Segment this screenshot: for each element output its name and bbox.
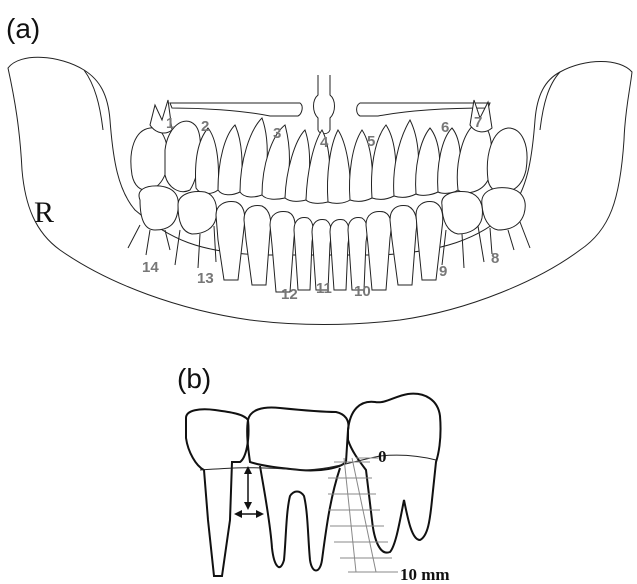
tooth-number-1: 1 bbox=[166, 115, 174, 132]
tooth-number-4: 4 bbox=[320, 134, 329, 151]
tooth-number-14: 14 bbox=[142, 259, 159, 276]
scale-start-label: 0 bbox=[378, 447, 387, 466]
tooth-number-5: 5 bbox=[367, 133, 375, 150]
tooth-number-2: 2 bbox=[201, 118, 209, 135]
arrow-head-left bbox=[234, 510, 242, 518]
panel-a-label: (a) bbox=[6, 13, 40, 44]
tooth-number-7: 7 bbox=[474, 114, 482, 131]
tooth-number-10: 10 bbox=[354, 283, 371, 300]
right-side-label: R bbox=[34, 196, 54, 229]
nasal-structure bbox=[314, 75, 335, 134]
scale-line-left bbox=[344, 458, 356, 572]
upper-teeth bbox=[131, 100, 527, 203]
panel-b-label: (b) bbox=[177, 363, 211, 394]
tooth-number-12: 12 bbox=[281, 286, 298, 303]
bone-loss-arrows bbox=[234, 466, 264, 518]
arrow-head-right bbox=[256, 510, 264, 518]
scale-end-label: 10 mm bbox=[400, 565, 450, 584]
arrow-head-down bbox=[244, 502, 252, 510]
tooth-number-9: 9 bbox=[439, 263, 447, 280]
tooth-number-8: 8 bbox=[491, 250, 499, 267]
tooth-number-13: 13 bbox=[197, 270, 214, 287]
tooth-number-11: 11 bbox=[316, 280, 332, 297]
tooth-number-3: 3 bbox=[273, 125, 281, 142]
molar-detail bbox=[186, 394, 441, 576]
tooth-number-6: 6 bbox=[441, 119, 449, 136]
palate-lines bbox=[170, 103, 490, 116]
